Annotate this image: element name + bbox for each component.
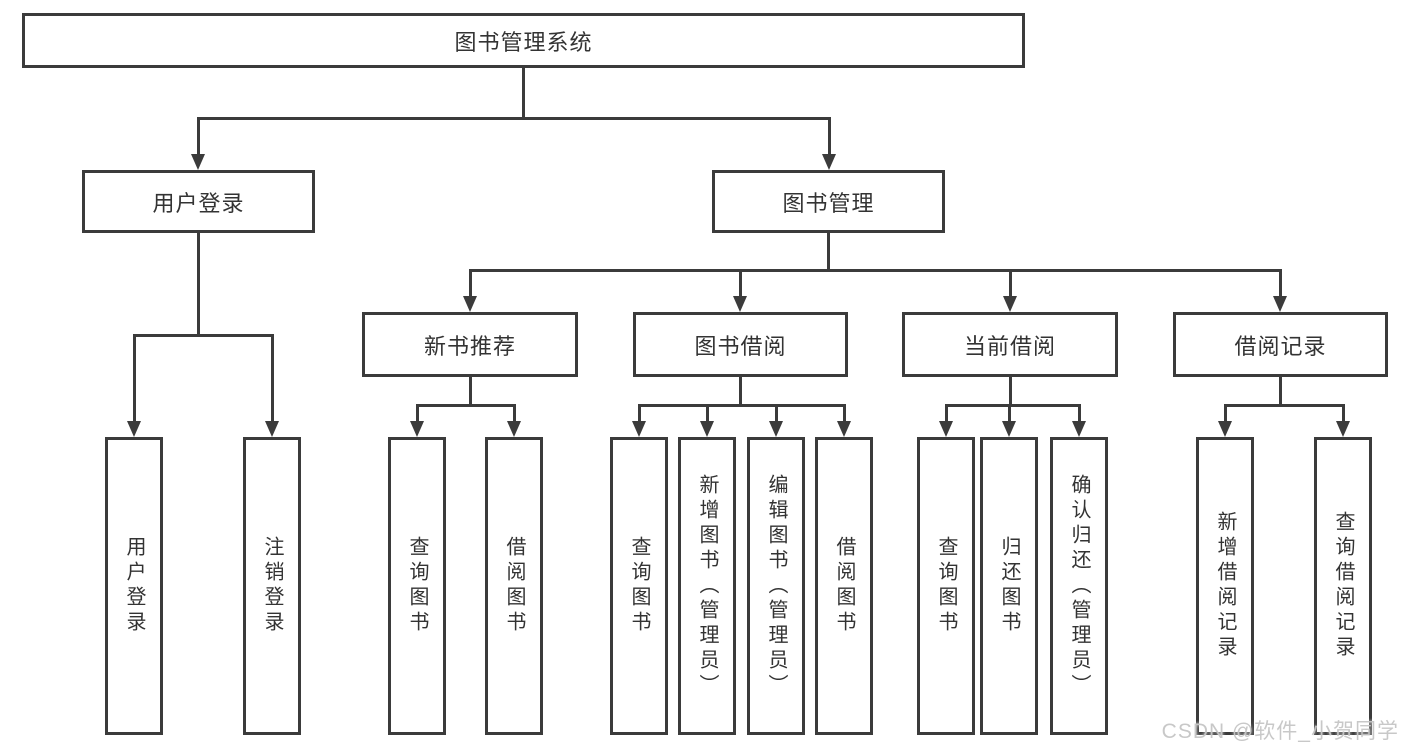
node-current-borrow: 当前借阅 xyxy=(902,312,1118,377)
arrow-down-icon xyxy=(939,421,953,437)
arrow-down-icon xyxy=(507,421,521,437)
connector-line xyxy=(637,403,846,407)
leaf-bb-add-books-admin-label: 新增图书（管理员） xyxy=(696,473,718,699)
connector-line xyxy=(468,268,1282,272)
connector-line xyxy=(705,405,709,421)
arrow-down-icon xyxy=(837,421,851,437)
arrow-down-icon xyxy=(1072,421,1086,437)
leaf-cb-confirm-return-admin: 确认归还（管理员） xyxy=(1050,437,1108,735)
connector-line xyxy=(132,333,274,337)
arrow-down-icon xyxy=(410,421,424,437)
arrow-down-icon xyxy=(733,296,747,312)
arrow-down-icon xyxy=(632,421,646,437)
arrow-down-icon xyxy=(1273,296,1287,312)
leaf-cb-query-books-label: 查询图书 xyxy=(935,536,957,636)
leaf-br-query-record-label: 查询借阅记录 xyxy=(1332,511,1354,661)
arrow-down-icon xyxy=(127,421,141,437)
connector-line xyxy=(1077,405,1081,421)
connector-line xyxy=(774,405,778,421)
arrow-down-icon xyxy=(822,154,836,170)
leaf-cb-confirm-return-admin-label: 确认归还（管理员） xyxy=(1068,473,1090,699)
connector-line xyxy=(944,403,1081,407)
leaf-logout: 注销登录 xyxy=(243,437,301,735)
connector-line xyxy=(1008,377,1012,405)
arrow-down-icon xyxy=(463,296,477,312)
leaf-bb-query-books-label: 查询图书 xyxy=(628,536,650,636)
connector-line xyxy=(270,335,274,421)
node-new-book-recommend: 新书推荐 xyxy=(362,312,578,377)
node-new-book-recommend-label: 新书推荐 xyxy=(423,333,516,359)
connector-line xyxy=(738,270,742,296)
connector-line xyxy=(738,377,742,405)
connector-line xyxy=(637,405,641,421)
arrow-down-icon xyxy=(700,421,714,437)
leaf-cb-query-books: 查询图书 xyxy=(917,437,975,735)
leaf-cb-return-books-label: 归还图书 xyxy=(998,536,1020,636)
leaf-user-login: 用户登录 xyxy=(105,437,163,735)
node-book-borrow: 图书借阅 xyxy=(633,312,848,377)
node-root-label: 图书管理系统 xyxy=(454,29,593,55)
connector-line xyxy=(1223,405,1227,421)
connector-line xyxy=(1278,377,1282,405)
arrow-down-icon xyxy=(769,421,783,437)
arrow-down-icon xyxy=(191,154,205,170)
csdn-watermark: CSDN @软件_小贺同学 xyxy=(1161,720,1399,743)
leaf-bb-query-books: 查询图书 xyxy=(610,437,668,735)
leaf-bb-edit-books-admin: 编辑图书（管理员） xyxy=(747,437,805,735)
connector-line xyxy=(522,68,525,118)
connector-line xyxy=(196,118,200,154)
connector-line xyxy=(1007,405,1011,421)
arrow-down-icon xyxy=(1003,296,1017,312)
leaf-br-query-record: 查询借阅记录 xyxy=(1314,437,1372,735)
leaf-bb-edit-books-admin-label: 编辑图书（管理员） xyxy=(765,473,787,699)
leaf-nb-borrow-books: 借阅图书 xyxy=(485,437,543,735)
leaf-nb-borrow-books-label: 借阅图书 xyxy=(503,536,525,636)
connector-line xyxy=(826,233,830,270)
connector-line xyxy=(842,405,846,421)
connector-line xyxy=(196,233,200,335)
node-borrow-records: 借阅记录 xyxy=(1173,312,1388,377)
connector-line xyxy=(512,405,516,421)
connector-line xyxy=(1008,270,1012,296)
connector-line xyxy=(1223,403,1345,407)
arrow-down-icon xyxy=(265,421,279,437)
node-book-management-label: 图书管理 xyxy=(782,190,875,216)
node-book-management: 图书管理 xyxy=(712,170,945,233)
connector-line xyxy=(468,377,472,405)
leaf-user-login-label: 用户登录 xyxy=(123,536,145,636)
connector-line xyxy=(1341,405,1345,421)
leaf-br-add-record: 新增借阅记录 xyxy=(1196,437,1254,735)
connector-line xyxy=(1278,270,1282,296)
connector-line xyxy=(827,118,831,154)
arrow-down-icon xyxy=(1218,421,1232,437)
connector-line xyxy=(132,335,136,421)
connector-line xyxy=(415,405,419,421)
arrow-down-icon xyxy=(1002,421,1016,437)
node-book-borrow-label: 图书借阅 xyxy=(694,333,787,359)
leaf-logout-label: 注销登录 xyxy=(261,536,283,636)
node-user-login: 用户登录 xyxy=(82,170,315,233)
leaf-nb-query-books-label: 查询图书 xyxy=(406,536,428,636)
leaf-nb-query-books: 查询图书 xyxy=(388,437,446,735)
leaf-cb-return-books: 归还图书 xyxy=(980,437,1038,735)
node-root: 图书管理系统 xyxy=(22,13,1025,68)
connector-line xyxy=(415,403,516,407)
node-user-login-label: 用户登录 xyxy=(152,190,245,216)
leaf-br-add-record-label: 新增借阅记录 xyxy=(1214,511,1236,661)
leaf-bb-borrow-books: 借阅图书 xyxy=(815,437,873,735)
node-current-borrow-label: 当前借阅 xyxy=(963,333,1056,359)
leaf-bb-borrow-books-label: 借阅图书 xyxy=(833,536,855,636)
connector-line xyxy=(944,405,948,421)
connector-line xyxy=(196,116,831,120)
node-borrow-records-label: 借阅记录 xyxy=(1234,333,1327,359)
connector-line xyxy=(468,270,472,296)
leaf-bb-add-books-admin: 新增图书（管理员） xyxy=(678,437,736,735)
arrow-down-icon xyxy=(1336,421,1350,437)
